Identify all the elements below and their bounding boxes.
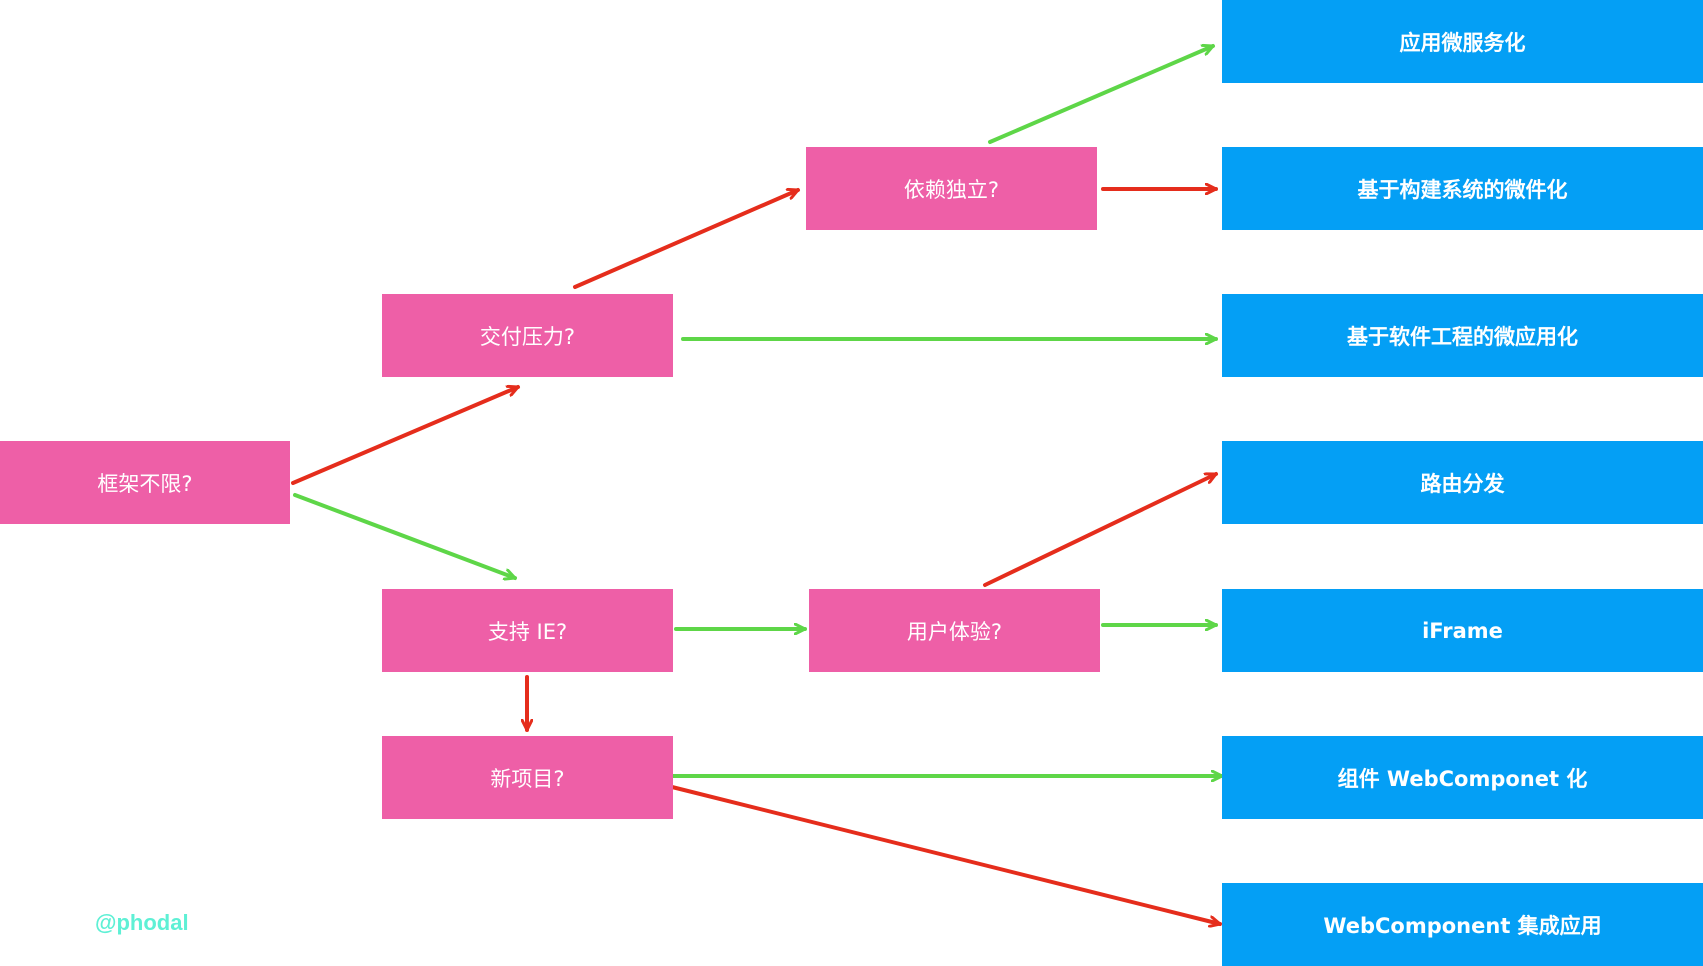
outcome-software-eng-label: 基于软件工程的微应用化 — [1347, 324, 1578, 349]
decision-framework-label: 框架不限? — [97, 471, 193, 496]
outcome-webcomponent-app: WebComponent 集成应用 — [1222, 883, 1703, 966]
decision-ie: 支持 IE? — [382, 589, 673, 672]
outcome-web-component-label: 组件 WebComponet 化 — [1337, 766, 1588, 791]
arrow-ux-to-routing — [983, 472, 1218, 587]
decision-delivery-label: 交付压力? — [479, 324, 576, 349]
outcome-iframe: iFrame — [1222, 589, 1703, 672]
decision-dependency: 依赖独立? — [806, 147, 1097, 230]
decision-new-project: 新项目? — [382, 736, 673, 819]
outcome-build-system-label: 基于构建系统的微件化 — [1357, 177, 1568, 202]
decision-ux: 用户体验? — [809, 589, 1100, 672]
outcome-software-eng: 基于软件工程的微应用化 — [1222, 294, 1703, 377]
outcome-routing: 路由分发 — [1222, 441, 1703, 524]
arrow-dependency-to-micro-service — [988, 46, 1215, 144]
outcome-webcomponent-app-label: WebComponent 集成应用 — [1323, 913, 1602, 938]
outcome-iframe-label: iFrame — [1422, 618, 1503, 643]
author-credit: @phodal — [95, 910, 189, 935]
decision-ie-label: 支持 IE? — [487, 619, 568, 644]
decision-dependency-label: 依赖独立? — [903, 177, 1000, 202]
outcome-build-system: 基于构建系统的微件化 — [1222, 147, 1703, 230]
outcome-web-component: 组件 WebComponet 化 — [1222, 736, 1703, 819]
decision-delivery: 交付压力? — [382, 294, 673, 377]
decision-framework: 框架不限? — [0, 441, 290, 524]
decision-new-project-label: 新项目? — [490, 766, 565, 791]
outcome-micro-service-label: 应用微服务化 — [1399, 30, 1526, 55]
arrow-new-project-to-webcomponent-app — [670, 785, 1222, 924]
arrow-framework-to-delivery — [291, 387, 520, 485]
outcome-micro-service: 应用微服务化 — [1222, 0, 1703, 83]
arrow-delivery-to-dependency — [573, 190, 800, 289]
decision-ux-label: 用户体验? — [906, 619, 1003, 644]
arrow-framework-to-ie — [293, 493, 517, 578]
outcome-routing-label: 路由分发 — [1420, 471, 1505, 496]
